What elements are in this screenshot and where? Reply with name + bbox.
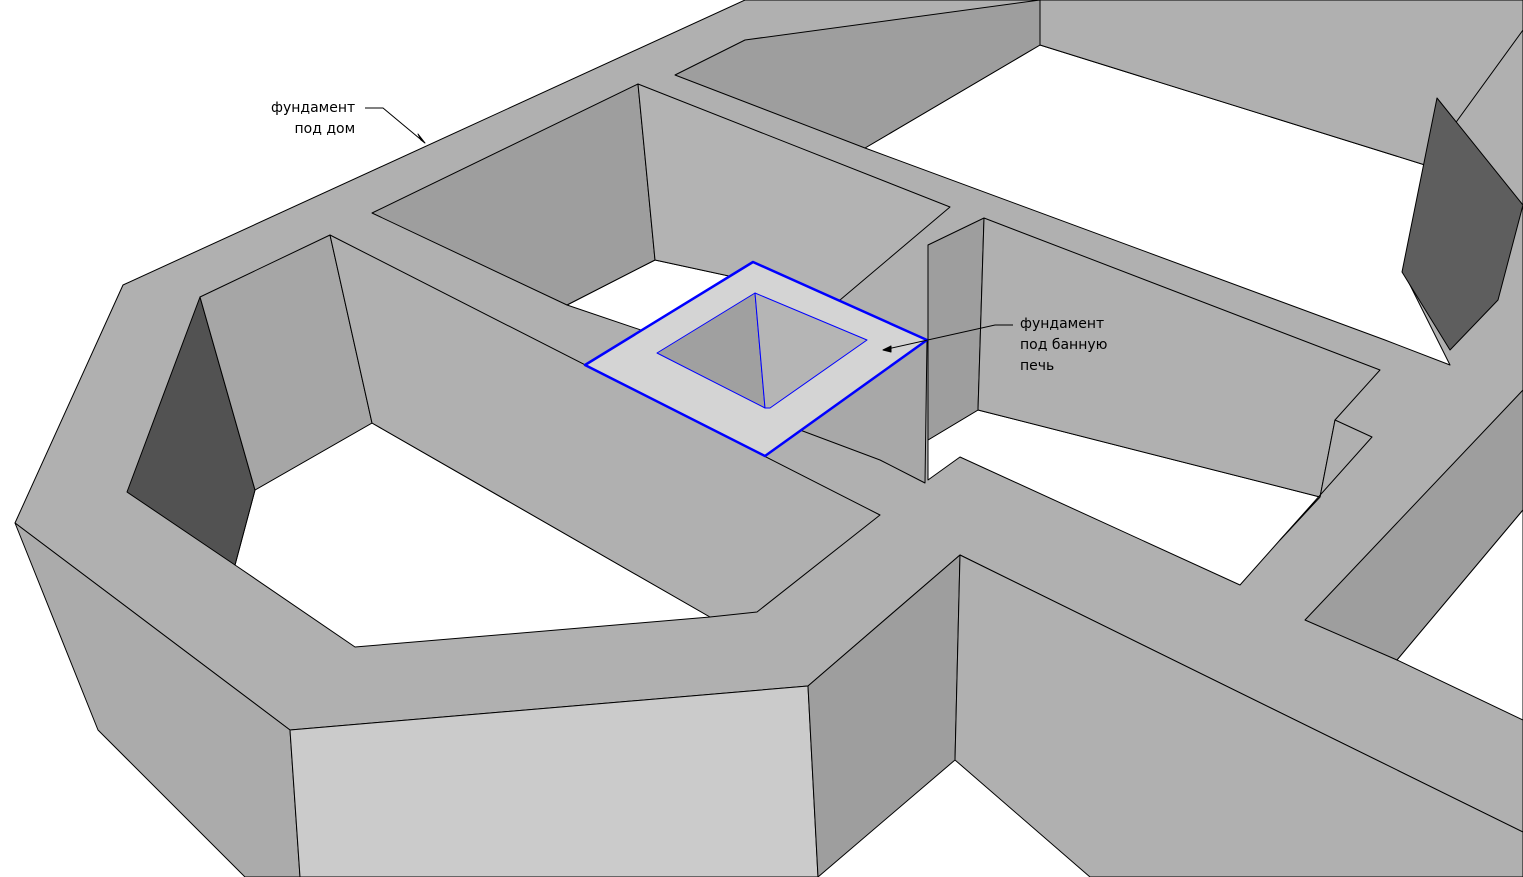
stove-label-leader [882, 324, 1013, 351]
stove-foundation-label: фундамент под банную печь [1020, 314, 1107, 377]
label-line: под дом [294, 121, 356, 137]
stove-label-arrowhead [882, 345, 892, 353]
house-label-leader [365, 107, 426, 144]
house-foundation-label: фундамент под дом [271, 98, 355, 140]
front-center-face [289, 685, 819, 877]
label-line: фундамент [271, 100, 356, 116]
house-label-arrowhead [417, 133, 426, 144]
front-left-face [14, 522, 301, 877]
right-room-step [1279, 419, 1373, 541]
far-right-lower-wall [1304, 389, 1523, 661]
far-right-floor [1396, 509, 1523, 721]
label-line: печь [1020, 358, 1055, 374]
stove-pit-right-wall [754, 292, 868, 409]
label-line: под банную [1020, 337, 1108, 353]
upper-room-back-wall [1039, 0, 1523, 166]
far-right-dark-wall [1401, 97, 1523, 351]
label-line: фундамент [1020, 316, 1105, 332]
partition-wall-face [329, 234, 881, 618]
front-right-face [954, 554, 1523, 877]
